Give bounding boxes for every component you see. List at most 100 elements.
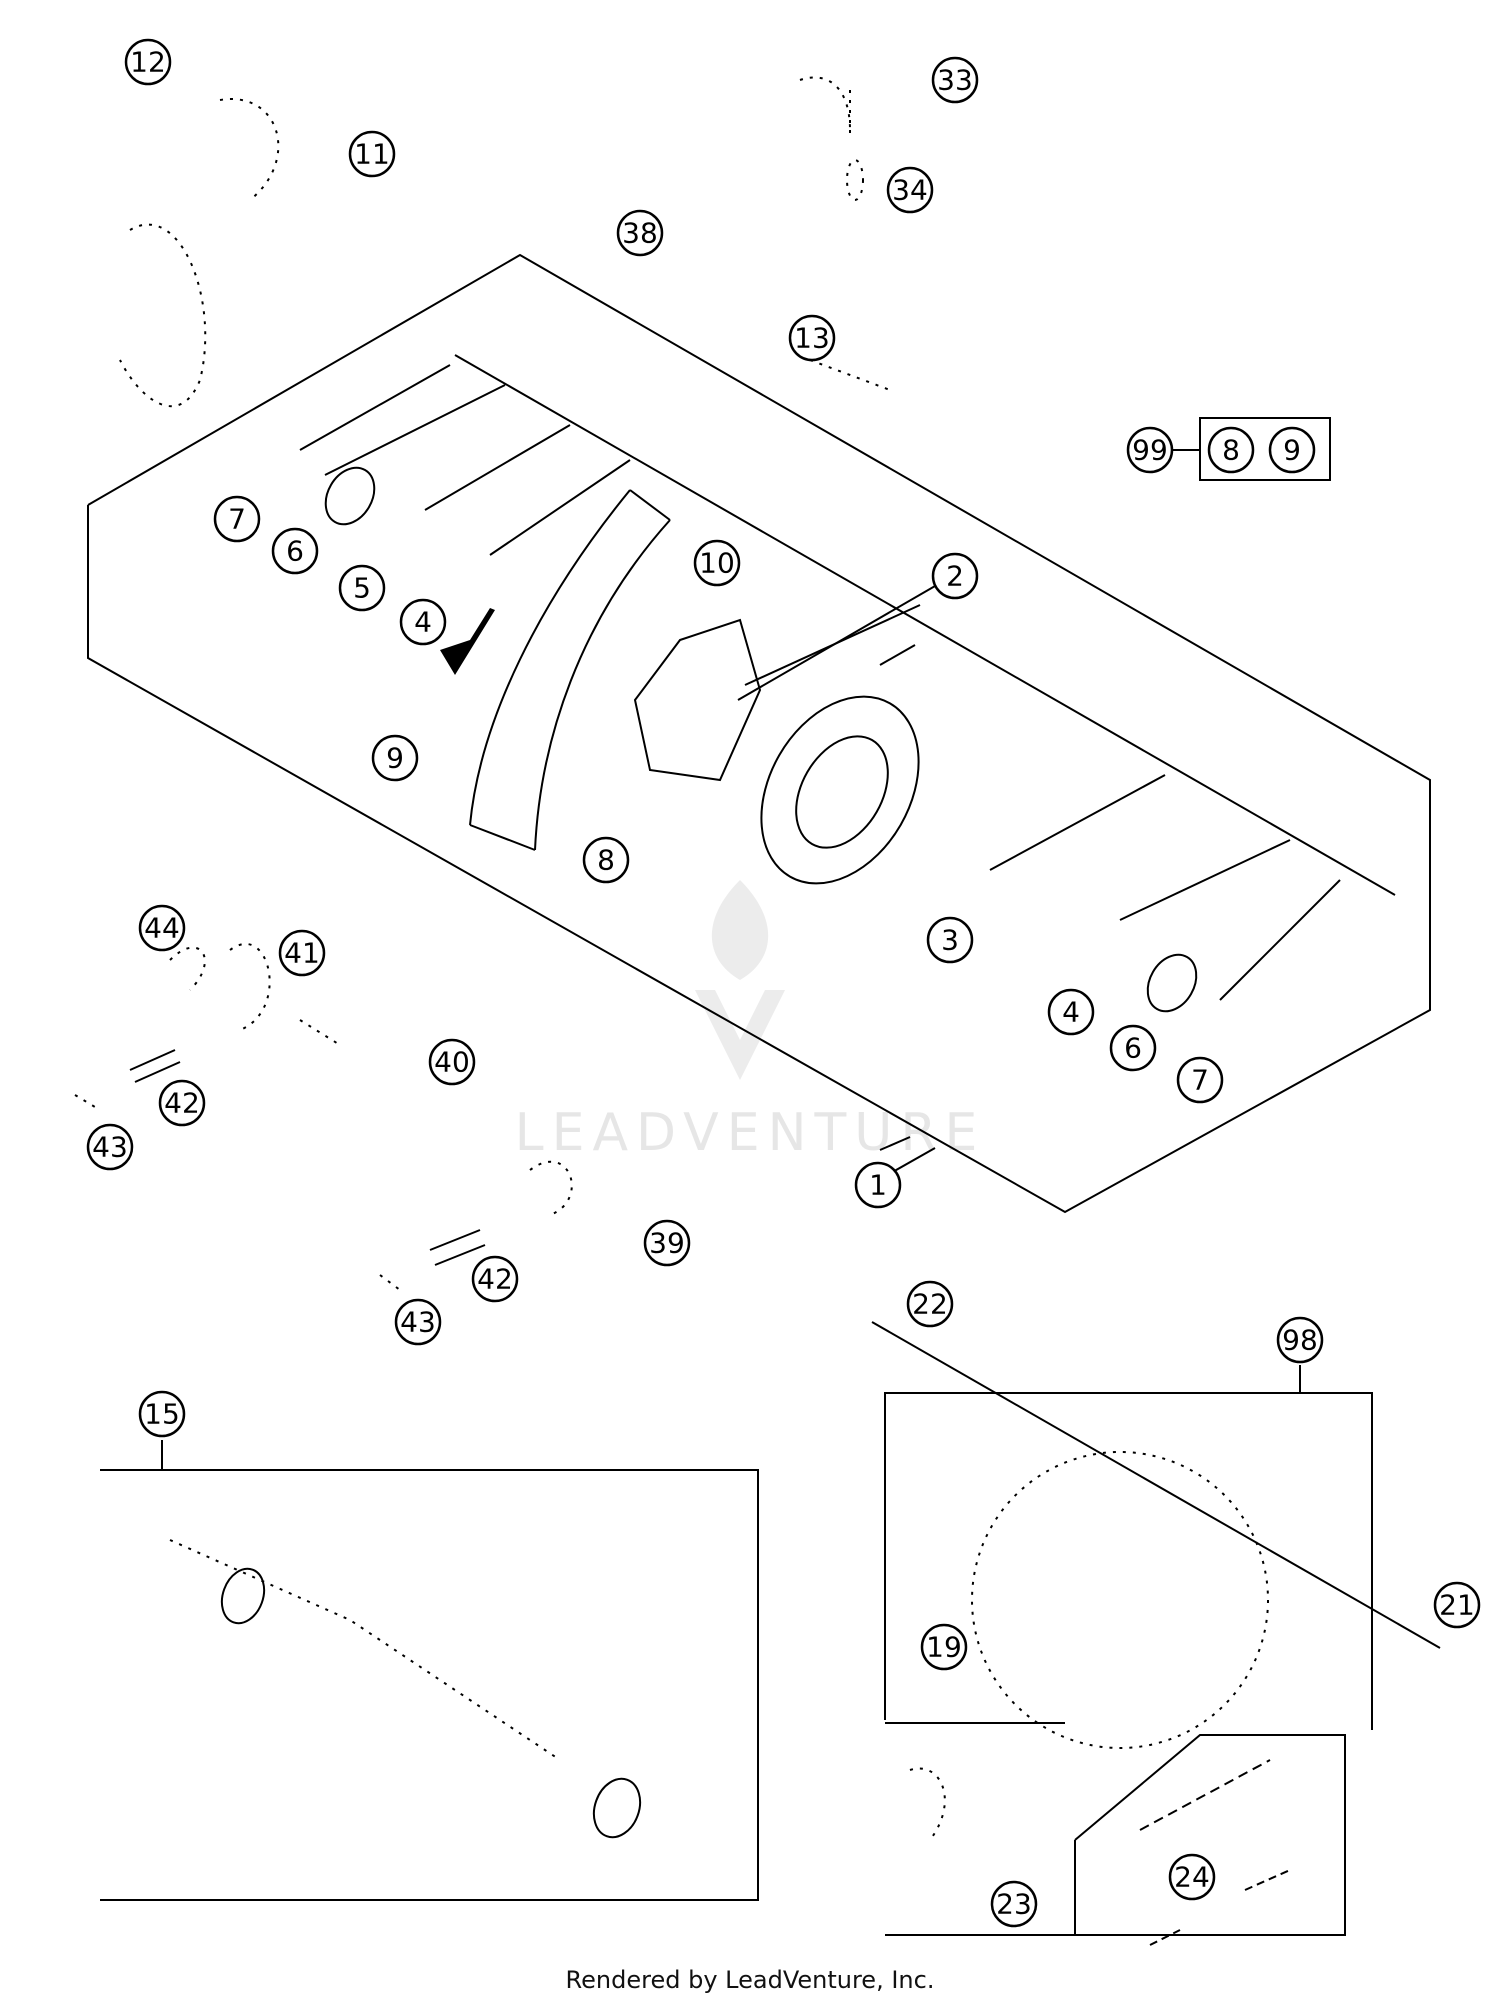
svg-text:11: 11	[354, 138, 390, 171]
callout-44: 44	[138, 904, 186, 952]
svg-text:10: 10	[699, 547, 735, 580]
svg-text:6: 6	[1124, 1032, 1142, 1065]
svg-text:12: 12	[130, 46, 166, 79]
svg-text:21: 21	[1439, 1589, 1475, 1622]
svg-text:98: 98	[1282, 1324, 1318, 1357]
callout-11: 11	[348, 130, 396, 178]
callout-8-2: 8	[582, 836, 630, 884]
svg-text:42: 42	[164, 1087, 200, 1120]
part-43-outline	[74, 1094, 101, 1111]
callout-9-2: 9	[371, 734, 419, 782]
part-13-outline	[809, 359, 891, 391]
svg-text:8: 8	[1222, 434, 1240, 467]
rotation-direction-arrow-icon	[440, 608, 495, 675]
rim-part	[469, 489, 671, 851]
callout-43: 43	[86, 1123, 134, 1171]
svg-text:42: 42	[477, 1263, 513, 1296]
callout-4: 4	[399, 598, 447, 646]
watermark: LEADVENTURE	[515, 880, 986, 1163]
callout-15: 15	[138, 1390, 186, 1438]
svg-text:15: 15	[144, 1398, 180, 1431]
svg-text:9: 9	[1283, 434, 1301, 467]
callout-41: 41	[278, 929, 326, 977]
callout-33: 33	[931, 56, 979, 104]
svg-text:4: 4	[1062, 996, 1080, 1029]
wheel-assembly-box	[87, 253, 1431, 1214]
callout-5: 5	[338, 564, 386, 612]
part-40-outline	[299, 1019, 341, 1046]
watermark-text: LEADVENTURE	[515, 1103, 986, 1163]
part-41-outline	[229, 942, 271, 1031]
callout-98: 98	[1276, 1316, 1324, 1364]
callout-9: 9	[1268, 426, 1316, 474]
svg-text:9: 9	[386, 742, 404, 775]
flame-logo-icon	[711, 880, 769, 980]
svg-text:99: 99	[1132, 434, 1168, 467]
axle-kit-box	[100, 1440, 759, 1901]
spoke-lines	[299, 364, 1341, 1151]
part-42-line-a	[129, 1049, 176, 1071]
callout-10: 10	[693, 539, 741, 587]
sprocket-kit-box	[871, 1321, 1441, 1946]
svg-text:44: 44	[144, 912, 180, 945]
callout-22: 22	[906, 1280, 954, 1328]
callout-3: 3	[926, 916, 974, 964]
callout-1: 1	[854, 1161, 902, 1209]
part-43b-outline	[379, 1274, 401, 1291]
seal-left-part	[324, 466, 376, 526]
svg-text:1: 1	[869, 1169, 887, 1202]
callout-42: 42	[158, 1079, 206, 1127]
callout-12: 12	[124, 38, 172, 86]
svg-text:41: 41	[284, 937, 320, 970]
callout-7: 7	[213, 495, 261, 543]
callout-24: 24	[1168, 1853, 1216, 1901]
callout-40: 40	[428, 1038, 476, 1086]
part-44-outline	[169, 946, 206, 991]
callout-6-2: 6	[1109, 1024, 1157, 1072]
callout-4-2: 4	[1047, 988, 1095, 1036]
callout-13: 13	[788, 314, 836, 362]
part-42b-line-a	[429, 1229, 481, 1251]
callout-34: 34	[886, 166, 934, 214]
svg-text:38: 38	[622, 217, 658, 250]
footer-credit: Rendered by LeadVenture, Inc.	[565, 1966, 935, 1994]
svg-text:34: 34	[892, 174, 928, 207]
v-logo-icon	[695, 990, 785, 1080]
svg-text:43: 43	[400, 1306, 436, 1339]
part-39-outline	[529, 1160, 573, 1216]
callout-42-2: 42	[471, 1255, 519, 1303]
svg-text:4: 4	[414, 606, 432, 639]
callout-8: 8	[1207, 426, 1255, 474]
svg-text:2: 2	[946, 560, 964, 593]
svg-text:23: 23	[996, 1888, 1032, 1921]
brake-disc-part	[760, 695, 920, 885]
callout-6: 6	[271, 527, 319, 575]
svg-text:39: 39	[649, 1227, 685, 1260]
callout-19: 19	[920, 1623, 968, 1671]
svg-text:24: 24	[1174, 1861, 1210, 1894]
part-42-line-b	[134, 1061, 181, 1083]
hub-part	[633, 618, 762, 782]
callout-43-2: 43	[394, 1298, 442, 1346]
callout-39: 39	[643, 1219, 691, 1267]
svg-text:7: 7	[228, 503, 246, 536]
svg-text:8: 8	[597, 844, 615, 877]
svg-text:19: 19	[926, 1631, 962, 1664]
part-34-outline	[846, 159, 864, 201]
callout-2: 2	[931, 552, 979, 600]
callout-38: 38	[616, 209, 664, 257]
svg-text:40: 40	[434, 1046, 470, 1079]
svg-text:13: 13	[794, 322, 830, 355]
callout-7-2: 7	[1176, 1056, 1224, 1104]
callout-23: 23	[990, 1880, 1038, 1928]
svg-text:6: 6	[286, 535, 304, 568]
callout-99: 99	[1126, 426, 1174, 474]
seal-right-part	[1146, 953, 1198, 1013]
callout-21: 21	[1433, 1581, 1481, 1629]
part-11-outline	[119, 223, 207, 408]
svg-text:22: 22	[912, 1288, 948, 1321]
svg-text:7: 7	[1191, 1064, 1209, 1097]
svg-text:33: 33	[937, 64, 973, 97]
